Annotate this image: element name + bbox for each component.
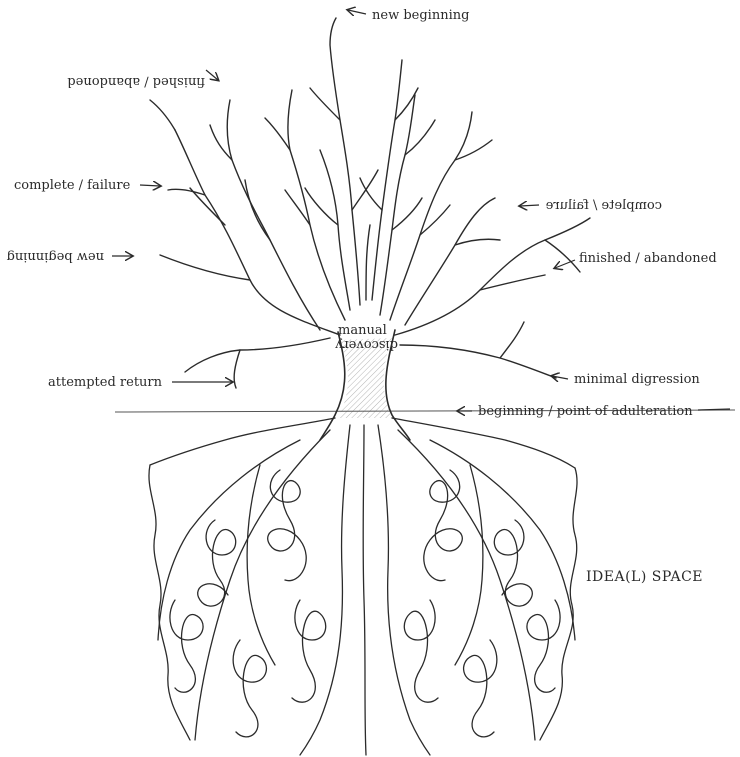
label-new-beginning-top: new beginning: [372, 8, 469, 23]
arrow-new-beginning-top: [348, 10, 366, 14]
label-finished-abandoned-right: finished / abandoned: [579, 251, 717, 266]
branches-left: [150, 90, 350, 388]
label-idea-space: IDEA(L) SPACE: [586, 569, 703, 585]
branches-center: [310, 18, 418, 305]
label-complete-failure-left: complete / failure: [14, 178, 131, 193]
arrow-complete-right: [520, 205, 539, 206]
label-manual: manual: [338, 323, 387, 338]
arrow-finished-top-left: [206, 70, 218, 80]
roots: [149, 418, 577, 755]
label-minimal-digression: minimal digression: [574, 372, 700, 387]
label-discovery-upside-down: discovery: [334, 337, 398, 352]
label-complete-failure-right-mirrored: complete / failure: [545, 198, 662, 213]
label-new-beginning-left-upside-down: new beginning: [7, 249, 104, 264]
label-attempted-return: attempted return: [48, 375, 163, 390]
labels: new beginning finished / abandoned compl…: [7, 8, 717, 585]
label-beginning-point-of-adulteration: beginning / point of adulteration: [478, 404, 693, 419]
branches-right: [380, 95, 590, 378]
label-finished-abandoned-upside-down: finished / abandoned: [67, 74, 205, 89]
arrow-complete-left: [140, 185, 160, 186]
arrow-finished-right: [555, 260, 575, 268]
